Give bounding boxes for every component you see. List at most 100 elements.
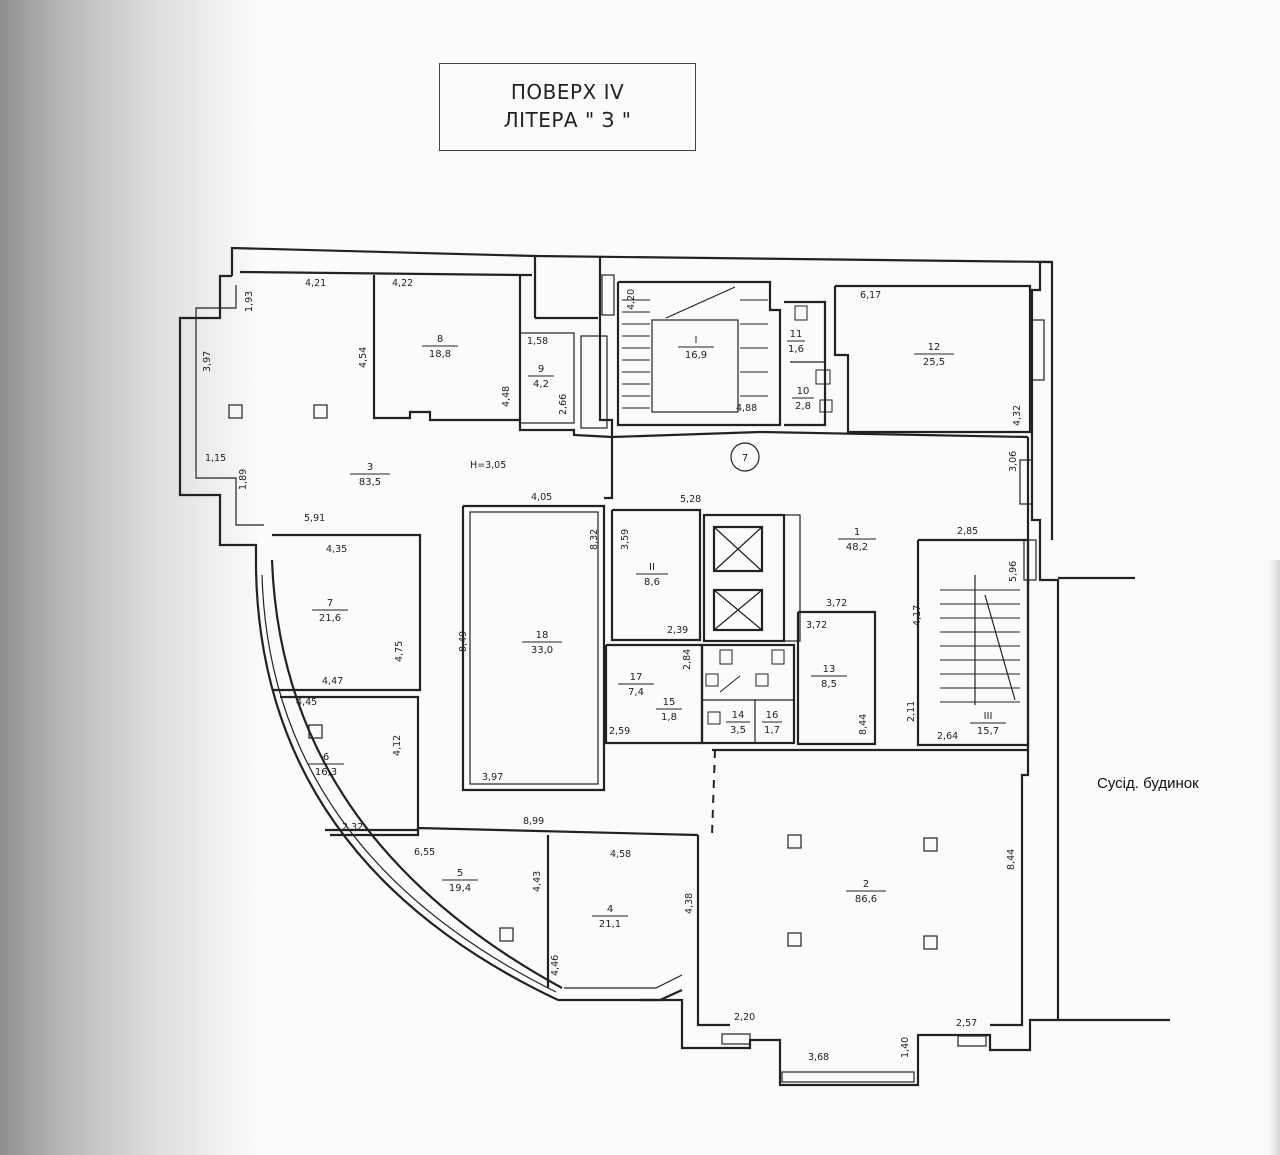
- room-label: 177,4: [618, 672, 654, 698]
- dimension: 4,05: [531, 492, 552, 503]
- room-label: 111,6: [787, 329, 805, 355]
- room-area: 2,8: [795, 401, 811, 412]
- dimension: 4,17: [912, 605, 923, 626]
- room-area: 21,1: [599, 919, 621, 930]
- dimension: 8,32: [589, 529, 600, 550]
- staircase-marker-number: 7: [742, 453, 748, 464]
- room-number: 6: [323, 752, 329, 763]
- room-number: 2: [863, 879, 869, 890]
- room-number: II: [649, 562, 655, 573]
- room-area: 3,5: [730, 725, 746, 736]
- room-area: 1,7: [764, 725, 780, 736]
- dimension: 4,46: [550, 955, 561, 976]
- sanitary-fixtures: [705, 305, 833, 725]
- dimension: 2,39: [667, 625, 688, 636]
- room-number: 14: [732, 710, 745, 721]
- dimension: 4,47: [322, 676, 343, 687]
- dimension: 5,96: [1008, 561, 1019, 582]
- room-label: 286,6: [846, 879, 886, 905]
- room-number: 3: [367, 462, 373, 473]
- dimension: 2,85: [957, 526, 978, 537]
- room-label: 721,6: [312, 598, 348, 624]
- room-number: 17: [630, 672, 643, 683]
- scan-shadow-left: [0, 0, 260, 1155]
- dimension: 4,12: [392, 735, 403, 756]
- dimension: 3,97: [202, 351, 213, 372]
- room-area: 16,3: [315, 767, 337, 778]
- dimension: 4,35: [326, 544, 347, 555]
- room-label: 94,2: [528, 364, 554, 390]
- dimension: 5,28: [680, 494, 701, 505]
- room-number: 9: [538, 364, 544, 375]
- room-label: 151,8: [656, 697, 682, 723]
- room-label: 616,3: [308, 752, 344, 778]
- dimension: 2,57: [956, 1018, 977, 1029]
- dimension: 3,97: [482, 772, 503, 783]
- room-number: 8: [437, 334, 443, 345]
- dimension: 8,44: [858, 714, 869, 735]
- scan-shadow-right: [1268, 560, 1280, 1155]
- dimension: 4,54: [358, 347, 369, 368]
- dimension: 3,68: [808, 1052, 829, 1063]
- room-area: 15,7: [977, 726, 999, 737]
- dimension: 2,66: [558, 394, 569, 415]
- dimension: 2,32: [342, 822, 363, 833]
- room-area: 1,8: [661, 712, 677, 723]
- dimension: 4,32: [1012, 405, 1023, 426]
- room-number: 11: [790, 329, 803, 340]
- room-label: 818,8: [422, 334, 458, 360]
- curved-facade: [254, 559, 683, 1002]
- dimension: 3,72: [806, 620, 827, 631]
- columns: [228, 404, 938, 950]
- dimension: 4,20: [626, 289, 637, 310]
- room-label: III 15,7: [970, 711, 1006, 737]
- dimension: 1,93: [244, 291, 255, 312]
- building-letter: ЛІТЕРА " З ": [503, 108, 632, 132]
- room-number: I: [695, 335, 698, 346]
- dimension: 4,43: [532, 871, 543, 892]
- room-number: 18: [536, 630, 549, 641]
- stair-treads: [622, 286, 1020, 705]
- dimension: 2,11: [906, 701, 917, 722]
- room-area: 16,9: [685, 350, 707, 361]
- room-label: 519,4: [442, 868, 478, 894]
- floor-title: ПОВЕРХ IV: [510, 80, 625, 104]
- dimension: 1,40: [900, 1037, 911, 1058]
- room-area: 83,5: [359, 477, 381, 488]
- dimension: 2,59: [609, 726, 630, 737]
- dimension: 2,20: [734, 1012, 755, 1023]
- dimension: 8,99: [523, 816, 544, 827]
- room-label: 148,2: [838, 527, 876, 553]
- outer-walls: [178, 246, 1170, 1087]
- room-number: 13: [823, 664, 836, 675]
- room-label: 102,8: [792, 386, 814, 412]
- dimension: 4,21: [305, 278, 326, 289]
- room-area: 1,6: [788, 344, 804, 355]
- room-area: 8,5: [821, 679, 837, 690]
- room-label: 161,7: [762, 710, 782, 736]
- room-label: 138,5: [811, 664, 847, 690]
- dimension: 4,58: [610, 849, 631, 860]
- dimension: 5,91: [304, 513, 325, 524]
- neighbor-building-label: Сусід. будинок: [1097, 775, 1199, 792]
- room-area: 18,8: [429, 349, 451, 360]
- dimension: 2,64: [937, 731, 958, 742]
- room-area: 4,2: [533, 379, 549, 390]
- room-number: 1: [854, 527, 860, 538]
- room-number: 7: [327, 598, 333, 609]
- dimension: 4,38: [684, 893, 695, 914]
- elevator-shafts: [712, 525, 764, 632]
- room-number: 4: [607, 904, 613, 915]
- dimension: 4,88: [736, 403, 757, 414]
- room-label: 143,5: [726, 710, 750, 736]
- room-area: 25,5: [923, 357, 945, 368]
- dimension: 2,84: [682, 649, 693, 670]
- room-number: III: [984, 711, 993, 722]
- dimension: 1,89: [238, 469, 249, 490]
- dimension: 6,17: [860, 290, 881, 301]
- dimension: 1,15: [205, 453, 226, 464]
